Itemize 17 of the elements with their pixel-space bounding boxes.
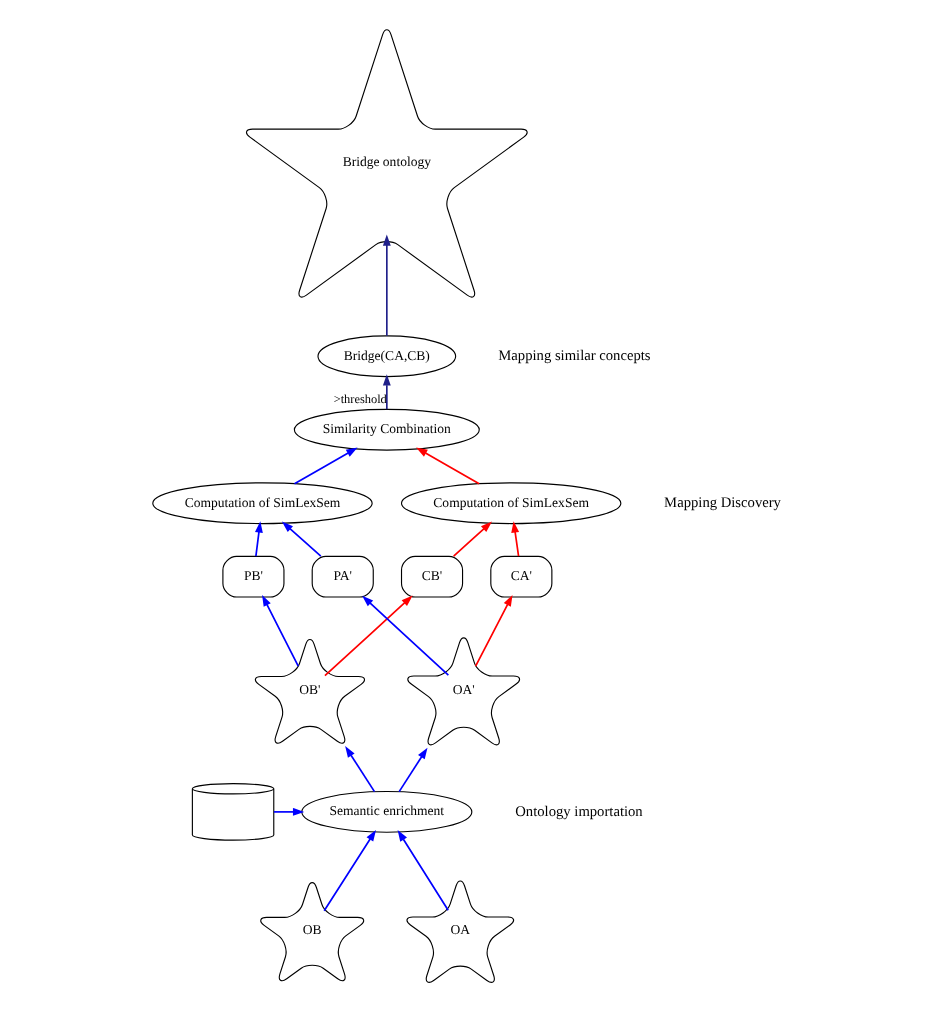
- arrow: [511, 521, 520, 557]
- arrow: [262, 594, 300, 667]
- arrow: [452, 521, 493, 557]
- arrow: [397, 830, 450, 912]
- arrow: [324, 595, 413, 677]
- arrow: [254, 521, 263, 557]
- arrow: [293, 447, 358, 485]
- arrow: [382, 374, 391, 410]
- arrow: [323, 829, 376, 912]
- arrow: [474, 594, 513, 667]
- arrow: [273, 807, 305, 816]
- arrow: [281, 521, 322, 557]
- arrow: [398, 747, 428, 793]
- arrow: [416, 447, 480, 485]
- arrow: [345, 746, 376, 793]
- arrow: [362, 595, 450, 676]
- arrow: [382, 234, 391, 337]
